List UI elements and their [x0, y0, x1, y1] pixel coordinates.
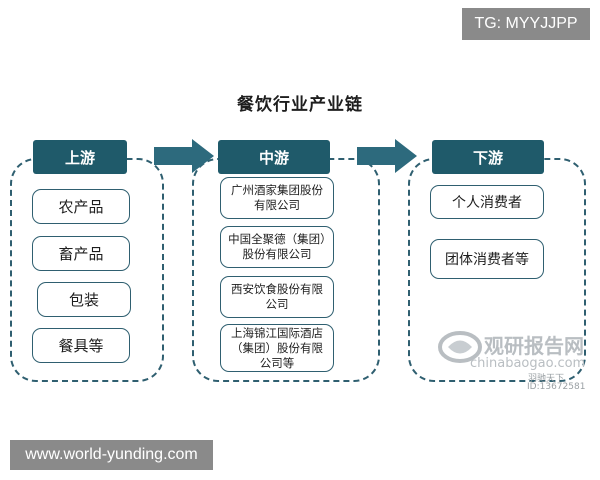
- midstream-item: 广州酒家集团股份有限公司: [220, 177, 334, 219]
- midstream-item: 上海锦江国际酒店（集团）股份有限公司等: [220, 324, 334, 372]
- watermark-logo-icon: [438, 331, 482, 363]
- midstream-item: 中国全聚德（集团）股份有限公司: [220, 226, 334, 268]
- diagram-title: 餐饮行业产业链: [237, 95, 363, 115]
- watermark-brand: 观研报告网: [484, 334, 584, 358]
- upstream-item: 餐具等: [32, 328, 130, 363]
- header-badge: TG: MYYJJPP: [462, 8, 590, 40]
- upstream-item: 畜产品: [32, 236, 130, 271]
- upstream-item: 农产品: [32, 189, 130, 224]
- footer-badge: www.world-yunding.com: [10, 440, 213, 470]
- upstream-header: 上游: [33, 140, 127, 174]
- watermark-stamp-line1: 羽驰天下: [528, 374, 565, 384]
- watermark-stamp-line2: ID:13672581: [527, 382, 586, 392]
- downstream-item: 团体消费者等: [430, 239, 544, 279]
- downstream-header: 下游: [432, 140, 544, 174]
- watermark-url: chinabaogao.com: [470, 356, 586, 371]
- arrow-upstream-to-midstream-icon: [154, 139, 214, 173]
- arrow-midstream-to-downstream-icon: [357, 139, 417, 173]
- upstream-item: 包装: [37, 282, 131, 317]
- downstream-item: 个人消费者: [430, 185, 544, 219]
- midstream-header: 中游: [218, 140, 330, 174]
- midstream-item: 西安饮食股份有限公司: [220, 276, 334, 318]
